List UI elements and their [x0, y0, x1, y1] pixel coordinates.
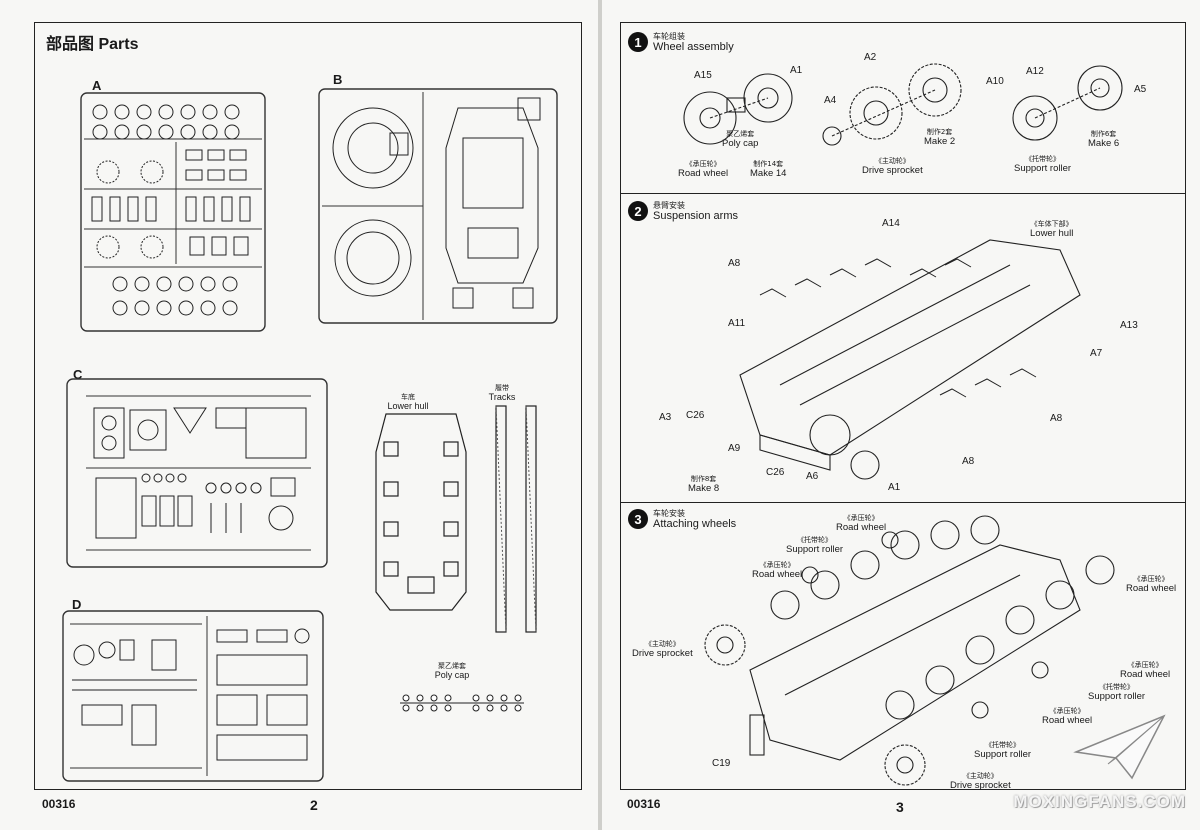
lower-hull-label: 车底 Lower hull	[385, 393, 431, 411]
step-3-diagram	[704, 515, 1115, 786]
part-label: A10	[986, 76, 1004, 87]
sprue-letter-a: A	[92, 78, 102, 93]
part-label: A12	[1026, 66, 1044, 77]
part-label: A2	[864, 52, 877, 63]
caption-make-2: 制作2套 Make 2	[924, 128, 956, 148]
page-number-right: 3	[896, 799, 904, 815]
tracks-diagram	[495, 405, 537, 633]
part-label: A13	[1120, 320, 1138, 331]
part-label: C19	[712, 758, 731, 769]
part-label: A9	[728, 443, 741, 454]
assembly-frame	[620, 22, 1186, 790]
caption-road-wheel: 《承压轮》 Road wheel	[1120, 661, 1171, 681]
parts-frame	[34, 22, 582, 790]
sprue-letter-b: B	[333, 72, 343, 87]
poly-cap-label: 聚乙烯套 Poly cap	[430, 662, 474, 680]
caption-road-wheel: 《承压轮》 Road wheel	[836, 514, 887, 534]
caption-road-wheel: 《承压轮》 Road wheel	[1042, 707, 1093, 727]
step-2-title-cn: 悬臂安装	[653, 201, 685, 210]
tracks-label-en: Tracks	[488, 392, 516, 403]
sprue-b-diagram	[318, 88, 558, 324]
part-label: A6	[806, 471, 819, 482]
sprue-letter-c: C	[73, 367, 83, 382]
step-1-header: 1 车轮组装 Wheel assembly	[628, 32, 734, 54]
step-2-header: 2 悬臂安装 Suspension arms	[628, 201, 738, 223]
watermark: MOXINGFANS.COM	[1013, 792, 1186, 811]
caption-lower-hull: 《车体下部》 Lower hull	[1030, 220, 1074, 240]
poly-cap-label-cn: 聚乙烯套	[438, 662, 466, 670]
part-label: A3	[659, 412, 672, 423]
part-label: A5	[1134, 84, 1147, 95]
parts-title: 部品图 Parts	[46, 30, 139, 54]
sprue-c-diagram	[66, 378, 328, 568]
step-2-badge: 2	[628, 201, 648, 221]
step-1-diagram	[683, 63, 1123, 146]
part-label: C26	[766, 467, 785, 478]
tracks-label: 履带 Tracks	[482, 384, 522, 402]
product-code-left: 00316	[42, 797, 76, 811]
caption-drive-sprocket: 《主动轮》 Drive sprocket	[632, 640, 693, 660]
part-label: A7	[1090, 348, 1103, 359]
tracks-label-cn: 履带	[495, 384, 509, 392]
page-number-left: 2	[310, 797, 318, 813]
caption-road-wheel: 《承压轮》 Road wheel	[678, 160, 729, 180]
part-label: A4	[824, 95, 837, 106]
caption-support-roller: 《托带轮》 Support roller	[786, 536, 844, 556]
caption-road-wheel: 《承压轮》 Road wheel	[1126, 575, 1177, 595]
step-3-title-en: Attaching wheels	[653, 518, 737, 531]
caption-support-roller: 《托带轮》 Support roller	[974, 741, 1032, 761]
step-3-title-cn: 车轮安装	[653, 509, 685, 518]
step-2-title-en: Suspension arms	[653, 210, 738, 223]
sprue-letter-d: D	[72, 597, 82, 612]
part-label: A1	[888, 482, 901, 493]
product-code-right: 00316	[627, 797, 661, 811]
caption-road-wheel: 《承压轮》 Road wheel	[752, 561, 803, 581]
parts-title-cn: 部品图	[46, 34, 95, 53]
caption-poly-cap: 聚乙烯套 Poly cap	[722, 130, 759, 150]
caption-support-roller: 《托带轮》 Support roller	[1014, 155, 1072, 175]
part-label: A8	[1050, 413, 1063, 424]
paper-plane-logo	[1073, 714, 1166, 780]
caption-make-14: 制作14套 Make 14	[750, 160, 787, 180]
step-3-header: 3 车轮安装 Attaching wheels	[628, 509, 736, 531]
parts-title-en: Parts	[98, 36, 139, 53]
lower-hull-part-diagram	[375, 413, 467, 611]
part-label: A11	[728, 318, 746, 329]
step-1-title-cn: 车轮组装	[653, 32, 685, 41]
caption-support-roller: 《托带轮》 Support roller	[1088, 683, 1146, 703]
caption-drive-sprocket: 《主动轮》 Drive sprocket	[862, 157, 923, 177]
lower-hull-label-en: Lower hull	[387, 401, 429, 412]
step-divider-1	[620, 193, 1186, 194]
sprue-d-diagram	[62, 610, 324, 782]
step-3-badge: 3	[628, 509, 648, 529]
poly-caps-diagram	[400, 694, 524, 712]
poly-cap-label-en: Poly cap	[434, 670, 470, 681]
part-label: A14	[882, 218, 900, 229]
sprue-a-diagram	[80, 92, 266, 332]
part-label: C26	[686, 410, 705, 421]
caption-make-8: 制作8套 Make 8	[688, 475, 720, 495]
part-label: A15	[694, 70, 712, 81]
caption-make-6: 制作6套 Make 6	[1088, 130, 1120, 150]
lower-hull-label-cn: 车底	[401, 393, 415, 401]
page-spine	[598, 0, 602, 830]
part-label: A8	[962, 456, 975, 467]
right-page	[602, 0, 1200, 830]
step-divider-2	[620, 502, 1186, 503]
step-1-badge: 1	[628, 32, 648, 52]
step-2-diagram	[739, 239, 1081, 480]
step-1-title-en: Wheel assembly	[653, 41, 734, 54]
part-label: A1	[790, 65, 803, 76]
part-label: A8	[728, 258, 741, 269]
caption-drive-sprocket: 《主动轮》 Drive sprocket	[950, 772, 1011, 792]
